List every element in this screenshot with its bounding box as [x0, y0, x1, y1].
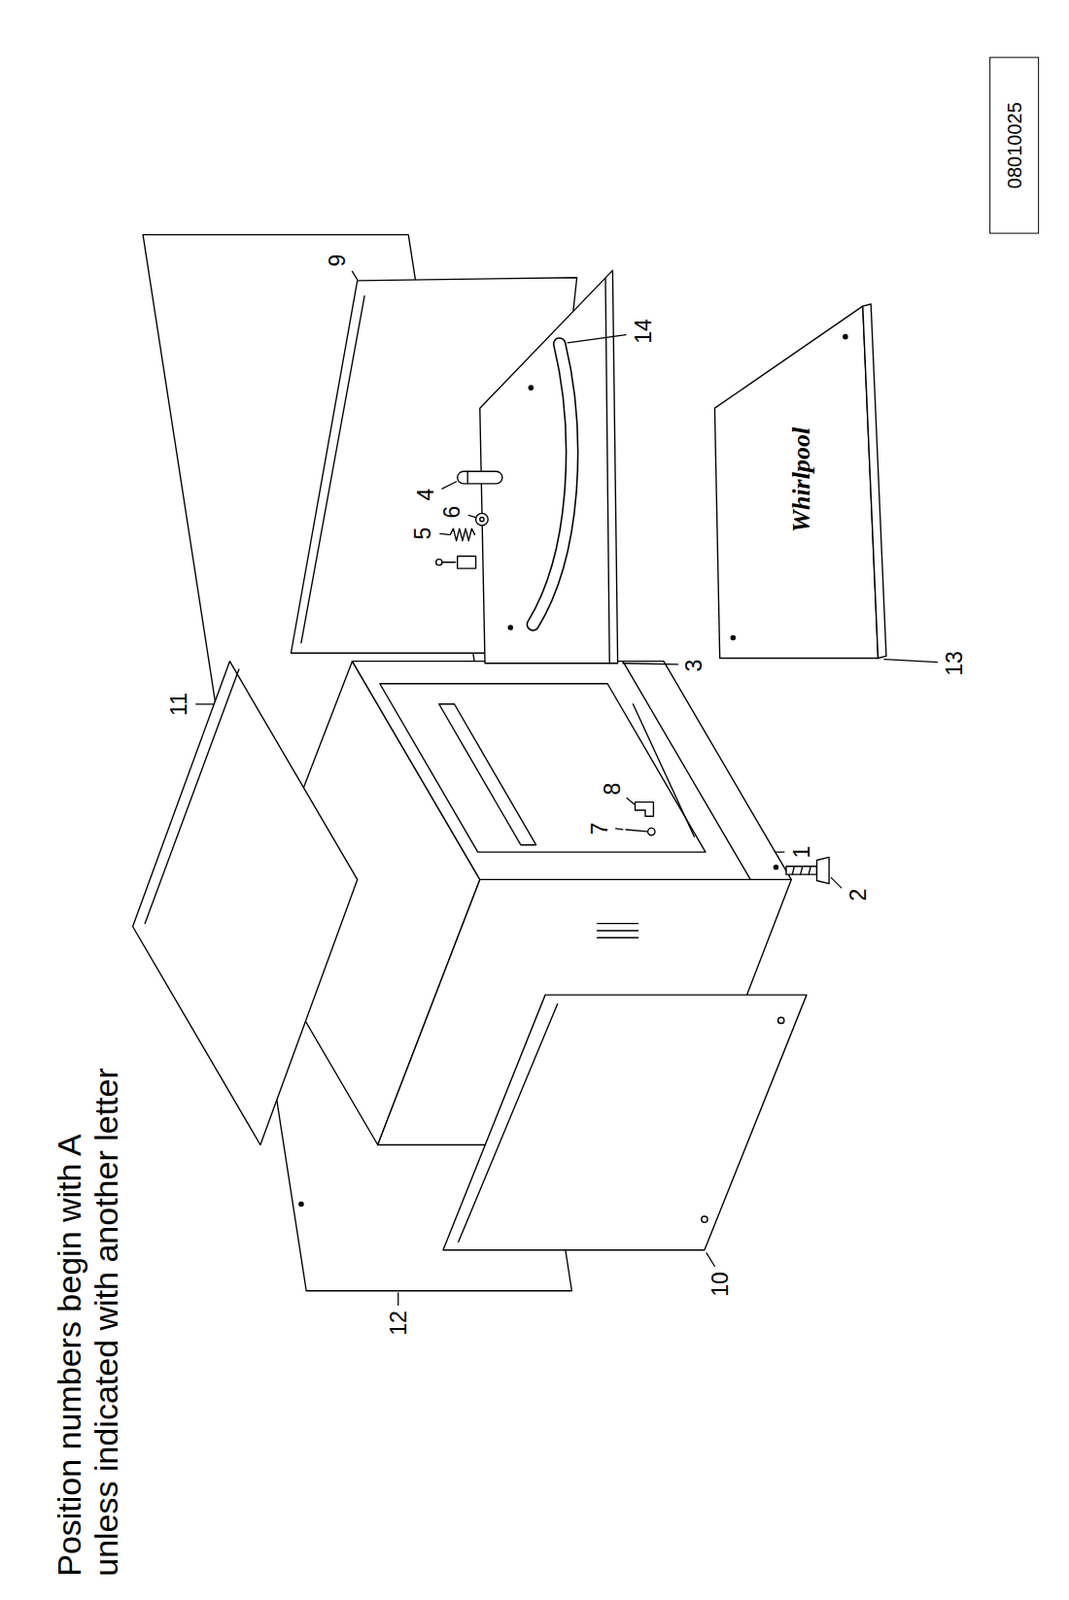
panel-flange [144, 669, 240, 925]
vent-slot [597, 930, 639, 932]
leader-line [774, 851, 784, 853]
callout-number: 8 [599, 783, 625, 796]
callout-number: 7 [586, 823, 612, 836]
leader-line [468, 515, 476, 518]
foot-screw-shaft [786, 866, 818, 875]
plinth-panel [714, 306, 878, 658]
door-lip [605, 278, 610, 664]
leader-line [440, 533, 449, 535]
side-panel-left [443, 995, 807, 1251]
leader-line [626, 797, 634, 804]
inner-rail [439, 704, 537, 846]
hinge-bracket [457, 555, 477, 569]
top-panel [133, 661, 358, 1146]
body-front-frame [351, 661, 792, 881]
vent-slot [597, 937, 639, 939]
leader-line [567, 335, 626, 344]
screw-hole [528, 385, 533, 390]
door-panel [480, 270, 619, 663]
hinge-bracket [634, 802, 654, 818]
door-handle-outline [532, 344, 572, 625]
callout-number: 1 [789, 846, 815, 860]
screw-hole [778, 1017, 785, 1024]
body-opening [379, 684, 706, 853]
leader-line [706, 1253, 715, 1268]
screw-hole [299, 1202, 304, 1207]
door-handle [532, 344, 572, 625]
screw-thread [792, 866, 794, 875]
hinge-pin [625, 829, 650, 832]
callout-number: 2 [844, 889, 870, 902]
note-line: Position numbers begin with A [49, 1069, 87, 1579]
latch-spring [449, 528, 475, 542]
leader-line [442, 482, 457, 489]
drawing-number-box: 08010025 [989, 57, 1039, 235]
callout-number: 12 [385, 1310, 412, 1337]
leader-line [884, 659, 938, 663]
panel-flange [301, 296, 365, 644]
base-edge [622, 661, 751, 881]
vent-slot [597, 923, 639, 925]
callout-number: 10 [706, 1272, 732, 1298]
screw-hole [773, 865, 778, 870]
leader-line [196, 703, 214, 705]
callout-number: 5 [410, 527, 436, 541]
screw-hole [730, 635, 735, 640]
callout-number: 11 [166, 692, 192, 717]
leader-line [616, 828, 623, 830]
leader-line [397, 1293, 399, 1307]
latch-magnet-edge [467, 471, 469, 484]
latch-magnet [457, 471, 503, 484]
screw-thread [808, 866, 811, 875]
callout-number: 13 [941, 651, 967, 677]
inner-floor-edge [632, 704, 694, 838]
screw-hole [701, 1216, 708, 1223]
callout-number: 14 [630, 319, 656, 345]
latch-washer [476, 513, 489, 526]
leader-line [622, 663, 679, 665]
screw-hole [508, 625, 513, 630]
hinge-pin [441, 561, 456, 563]
leader-line [830, 877, 842, 889]
callout-number: 9 [323, 254, 349, 268]
leader-line [351, 271, 357, 279]
note-text: Position numbers begin with A unless ind… [49, 1069, 124, 1579]
drawing-number: 08010025 [1002, 102, 1027, 189]
callout-number: 6 [439, 506, 465, 519]
plinth-flange [862, 304, 887, 658]
note-line: unless indicated with another letter [86, 1069, 124, 1579]
hinge-pin-head [648, 827, 656, 835]
panel-flange [458, 1004, 558, 1243]
foot-screw-head [816, 857, 829, 884]
callout-number: 3 [681, 659, 707, 673]
screw-hole [843, 335, 848, 340]
hinge-pin-head [436, 559, 443, 566]
latch-washer-hole [480, 517, 484, 522]
screw-thread [800, 866, 803, 875]
callout-number: 4 [413, 487, 439, 501]
brand-logo: Whirlpool [787, 427, 817, 533]
